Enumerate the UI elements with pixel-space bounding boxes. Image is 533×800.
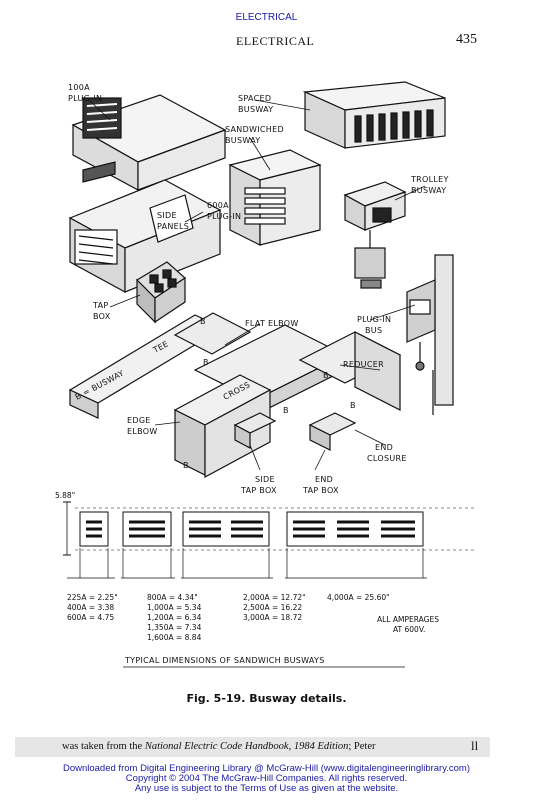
dim-1200a: 1,200A = 6.34 xyxy=(147,613,202,622)
label-100a: 100A xyxy=(68,83,90,92)
b-mark-4: B xyxy=(283,406,289,415)
b-mark-1: B xyxy=(200,317,206,326)
busway-illustration: 100A PLUG-IN SPACED BUSWAY SANDWICHED BU… xyxy=(55,81,475,668)
dim-225a: 225A = 2.25" xyxy=(67,593,118,602)
top-link[interactable]: ELECTRICAL xyxy=(235,12,298,23)
label-box: BOX xyxy=(93,312,111,321)
credit-end-mark: ll xyxy=(471,738,479,753)
label-end: END xyxy=(375,443,393,452)
dim-2500a: 2,500A = 16.22 xyxy=(243,603,302,612)
label-edge: EDGE xyxy=(127,416,151,425)
sandwiched-busway-drawing xyxy=(228,149,322,246)
plug-in-100a-drawing xyxy=(71,94,227,192)
plug-in-bus-drawing xyxy=(406,254,454,415)
credit-prefix: was taken from the xyxy=(62,741,145,752)
footer-download-link[interactable]: Downloaded from Digital Engineering Libr… xyxy=(62,763,471,774)
label-plug-in-1: PLUG-IN xyxy=(68,94,102,103)
label-panels: PANELS xyxy=(157,222,189,231)
label-closure: CLOSURE xyxy=(367,454,407,463)
label-flat-elbow: FLAT ELBOW xyxy=(245,319,299,328)
label-end-2: END xyxy=(315,475,333,484)
label-plug-in-3: PLUG-IN xyxy=(357,315,391,324)
credit-bar xyxy=(15,737,490,757)
dim-400a: 400A = 3.38 xyxy=(67,603,114,612)
note-600v: AT 600V. xyxy=(393,625,425,634)
label-side-2: SIDE xyxy=(255,475,275,484)
busway-figure: 100A PLUG-IN SPACED BUSWAY SANDWICHED BU… xyxy=(55,70,485,680)
label-side: SIDE xyxy=(157,211,177,220)
leader-lines xyxy=(86,97,426,471)
note-amperages: ALL AMPERAGES xyxy=(377,615,439,624)
spaced-busway-drawing xyxy=(302,81,446,149)
label-spaced: SPACED xyxy=(238,94,271,103)
label-reducer: REDUCER xyxy=(343,360,384,369)
tap-box-drawing xyxy=(136,261,186,324)
credit-line: was taken from the National Electric Cod… xyxy=(62,741,376,752)
footer-terms[interactable]: Any use is subject to the Terms of Use a… xyxy=(134,783,399,794)
label-tap-box-1: TAP BOX xyxy=(240,486,277,495)
dim-800a: 800A = 4.34" xyxy=(147,593,198,602)
dimension-labels: 5.88" 225A = 2.25" 400A = 3.38 600A = 4.… xyxy=(55,491,439,665)
label-trolley: TROLLEY xyxy=(410,175,449,184)
dim-1000a: 1,000A = 5.34 xyxy=(147,603,202,612)
dim-4000a: 4,000A = 25.60" xyxy=(327,593,390,602)
label-busway-1: BUSWAY xyxy=(238,105,273,114)
b-mark-2: B xyxy=(203,358,209,367)
fittings-assembly-drawing xyxy=(68,312,402,479)
label-plug-in-2: PLUG-IN xyxy=(207,212,241,221)
busway-drawings xyxy=(68,81,454,479)
dim-1600a: 1,600A = 8.84 xyxy=(147,633,202,642)
footer: Downloaded from Digital Engineering Libr… xyxy=(0,764,533,794)
dim-600a: 600A = 4.75 xyxy=(67,613,114,622)
b-mark-5: B xyxy=(183,461,189,470)
label-tap: TAP xyxy=(92,301,108,310)
figure-caption: Fig. 5-19. Busway details. xyxy=(186,692,347,705)
label-elbow: ELBOW xyxy=(127,427,158,436)
label-busway-3: BUSWAY xyxy=(411,186,446,195)
b-mark-3: B xyxy=(323,371,329,380)
height-dim: 5.88" xyxy=(55,491,75,500)
label-600a: 600A xyxy=(207,201,229,210)
page-number: 435 xyxy=(456,32,477,47)
dimensions-section xyxy=(63,501,475,668)
trolley-busway-drawing xyxy=(343,181,407,289)
plug-in-600a-drawing xyxy=(68,179,222,294)
dim-2000a: 2,000A = 12.72" xyxy=(243,593,306,602)
credit-suffix: ; Peter xyxy=(348,741,376,752)
dim-3000a: 3,000A = 18.72 xyxy=(243,613,302,622)
b-mark-6: B xyxy=(350,401,356,410)
footer-copyright: Copyright © 2004 The McGraw-Hill Compani… xyxy=(125,773,408,784)
dim-1350a: 1,350A = 7.34 xyxy=(147,623,202,632)
label-sandwiched: SANDWICHED xyxy=(225,125,284,134)
dimensions-title: TYPICAL DIMENSIONS OF SANDWICH BUSWAYS xyxy=(124,656,325,665)
credit-title: National Electric Code Handbook, 1984 Ed… xyxy=(144,741,349,752)
label-bus: BUS xyxy=(365,326,382,335)
running-head: ELECTRICAL xyxy=(236,34,315,48)
label-tap-box-2: TAP BOX xyxy=(302,486,339,495)
label-busway-2: BUSWAY xyxy=(225,136,260,145)
